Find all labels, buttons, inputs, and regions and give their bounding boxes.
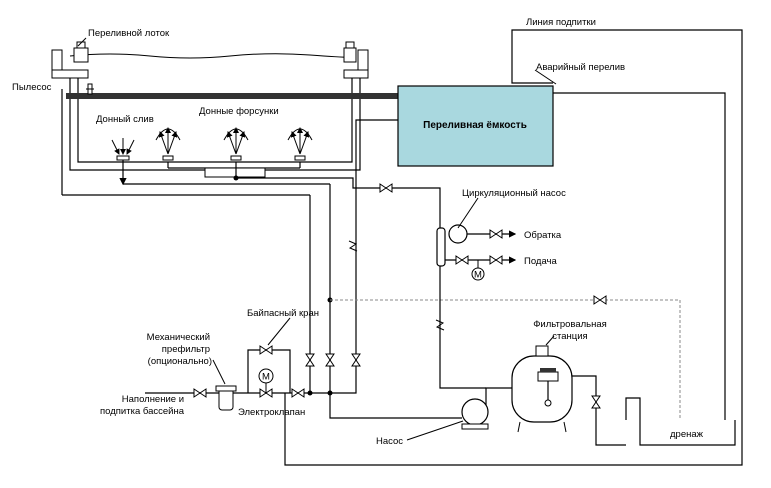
label-prefilter-2: префильтр (162, 344, 210, 355)
makeup-line-bottom (284, 29, 743, 466)
drain-basin (625, 397, 736, 446)
svg-text:M: M (262, 372, 270, 383)
valve-icon (379, 183, 393, 193)
valve-icon (593, 295, 607, 305)
label-bottom-jets: Донные форсунки (199, 106, 279, 117)
label-filter-station-1: Фильтровальная (533, 319, 607, 330)
label-circulation-pump: Циркуляционный насос (462, 188, 566, 199)
valve-icon (291, 388, 305, 398)
label-makeup-line: Линия подпитки (526, 17, 596, 28)
filter-outlet (562, 375, 626, 446)
label-return: Обратка (524, 230, 562, 241)
bottom-drain-pipe (119, 160, 330, 186)
valves (193, 183, 607, 409)
label-emergency-overflow: Аварийный перелив (536, 62, 625, 73)
label-fill-1: Наполнение и (122, 394, 184, 405)
main-suction-mid (329, 184, 462, 419)
label-prefilter-1: Механический (147, 332, 210, 343)
label-pump: Насос (376, 436, 403, 447)
pool (51, 41, 369, 171)
label-bypass-valve: Байпасный кран (247, 308, 319, 319)
leader-lines (77, 37, 557, 441)
filter-tank (511, 345, 573, 433)
valve-icon (489, 255, 503, 265)
label-bottom-drain: Донный слив (96, 114, 154, 125)
drain-dashed-line (330, 299, 681, 420)
bottom-jet-nozzle (287, 127, 313, 161)
label-prefilter-3: (опционально) (148, 356, 212, 367)
vacuum-fitting (61, 83, 310, 196)
bottom-jet-nozzle (223, 127, 249, 161)
valve-icon (325, 353, 335, 367)
valve-icon (489, 229, 503, 239)
jets-return-line (236, 177, 441, 228)
overflow-tank (397, 85, 554, 167)
tank-outlet-pipe (310, 119, 398, 394)
bottom-drain (111, 138, 135, 161)
valve-icon (455, 255, 469, 265)
valve-icon (591, 395, 601, 409)
valve-icon (259, 345, 273, 355)
label-supply: Подача (524, 256, 557, 267)
bottom-jet-nozzle (155, 127, 181, 161)
main-pump (461, 398, 489, 430)
bottom-jets (155, 127, 313, 161)
svg-text:M: M (474, 270, 482, 281)
label-drain: дренаж (670, 429, 704, 440)
valve-icon (351, 353, 361, 367)
valve-icon (305, 353, 315, 367)
check-valve-symbols (348, 240, 445, 331)
prefilter (215, 385, 237, 411)
label-fill-2: подпитка бассейна (100, 406, 185, 417)
label-vacuum: Пылесос (12, 82, 52, 93)
valve-icon (193, 388, 207, 398)
circulation-pump (436, 224, 517, 267)
overflow-collector-pipe (66, 93, 398, 99)
right-gutter-coping (343, 41, 369, 79)
valve-icon (259, 388, 273, 398)
label-solenoid: Электроклапан (238, 407, 305, 418)
label-overflow-tank: Переливная ёмкость (423, 120, 527, 131)
left-gutter-coping (51, 41, 89, 79)
label-overflow-gutter: Переливной лоток (88, 28, 170, 39)
label-filter-station-2: станция (552, 331, 587, 342)
emergency-overflow-line (553, 92, 726, 420)
filter-backwash (439, 266, 486, 389)
supply-motor-icon: M (471, 260, 485, 281)
solenoid-motor-icon: M (258, 368, 274, 393)
